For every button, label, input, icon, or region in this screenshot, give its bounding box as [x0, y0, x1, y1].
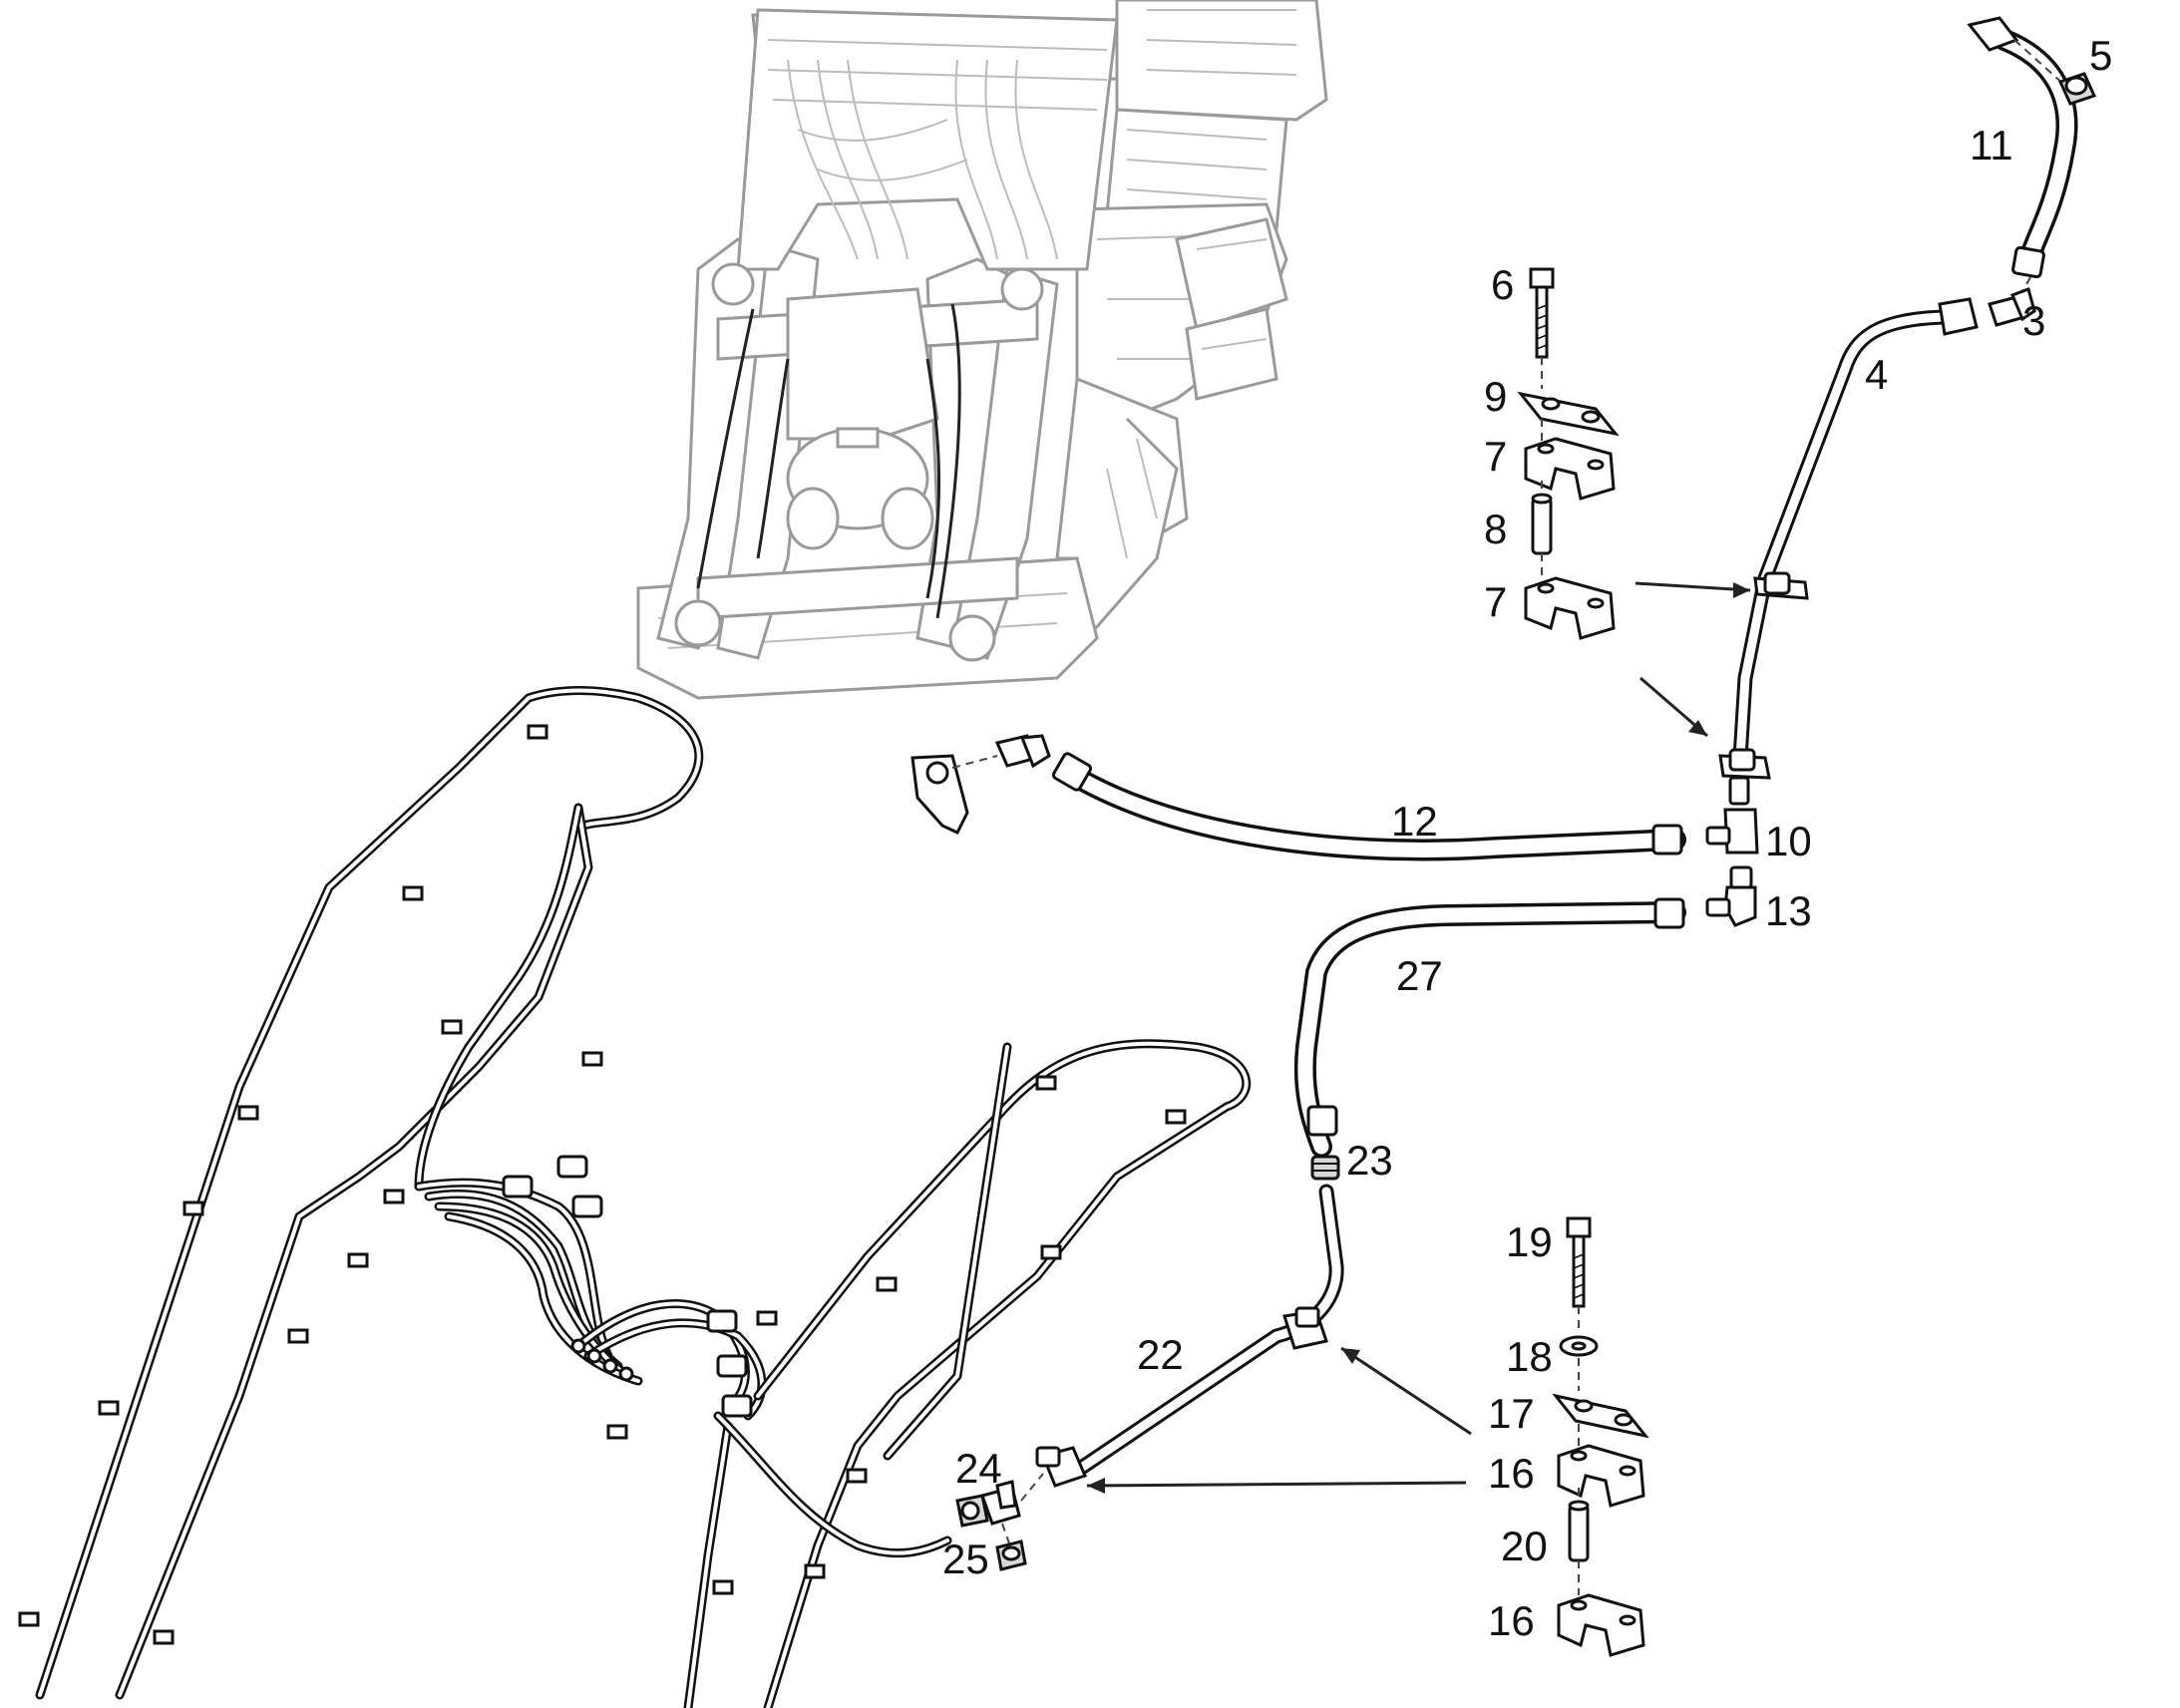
callout-24: 24 — [955, 1445, 1002, 1492]
plug-25 — [955, 1494, 1027, 1571]
bracket-and-elbow — [910, 734, 1051, 835]
pointer-arrows-lower — [1086, 1346, 1472, 1494]
clamp-stack-lower — [1552, 1216, 1649, 1657]
hose-27 — [1293, 897, 1686, 1158]
callout-7a: 7 — [1484, 433, 1507, 480]
callout-6: 6 — [1491, 261, 1514, 308]
callout-17: 17 — [1488, 1390, 1535, 1437]
elbow-fitting-3 — [1988, 276, 2036, 327]
callout-9: 9 — [1484, 373, 1507, 420]
callout-4: 4 — [1865, 351, 1888, 398]
clamp-assembly-on-tube-4 — [1718, 571, 1809, 780]
elbow-fitting-13 — [1705, 865, 1757, 927]
fitting-23 — [1310, 1155, 1340, 1181]
callout-16a: 16 — [1488, 1450, 1535, 1497]
cap-5 — [2013, 39, 2097, 106]
tube-4 — [1732, 297, 1979, 766]
callout-12: 12 — [1391, 798, 1438, 845]
hose-12 — [1051, 752, 1686, 861]
clamp-stack-upper — [1517, 267, 1620, 640]
callout-10: 10 — [1765, 818, 1812, 864]
callout-3: 3 — [2022, 297, 2045, 344]
callout-11: 11 — [1970, 122, 2013, 169]
callout-labels: 3 4 5 6 9 7 8 7 11 10 12 13 27 23 22 24 … — [942, 32, 2112, 1644]
callout-16b: 16 — [1488, 1597, 1535, 1644]
tube-22 — [1035, 1184, 1344, 1488]
callout-19: 19 — [1506, 1218, 1553, 1265]
callout-22: 22 — [1137, 1331, 1184, 1378]
callout-8: 8 — [1484, 506, 1507, 552]
tee-fitting-24 — [980, 1473, 1044, 1526]
callout-13: 13 — [1765, 887, 1812, 934]
tee-fitting-10 — [1705, 776, 1759, 854]
attachment-hose-bundle — [18, 686, 1252, 1708]
callout-20: 20 — [1501, 1523, 1548, 1569]
callout-25: 25 — [942, 1536, 989, 1582]
callout-18: 18 — [1506, 1333, 1553, 1380]
callout-7b: 7 — [1484, 578, 1507, 625]
pointer-arrows-upper — [1635, 581, 1751, 738]
callout-5: 5 — [2089, 32, 2112, 79]
callout-27: 27 — [1396, 952, 1443, 999]
loader-frame — [636, 0, 1328, 700]
callout-23: 23 — [1346, 1137, 1393, 1184]
